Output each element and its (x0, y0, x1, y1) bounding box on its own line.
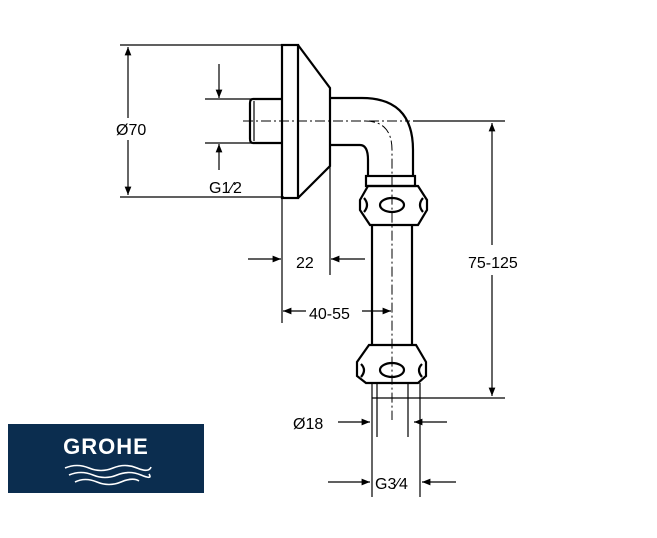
projection-label: 40-55 (309, 306, 350, 323)
grohe-logo: GROHE (8, 424, 204, 493)
projection-dimension: 40-55 (283, 306, 391, 323)
water-waves-icon (64, 464, 152, 486)
outlet-thread-label: G3⁄4 (375, 476, 408, 493)
flange-depth-dimension: 22 (248, 166, 365, 323)
pipe-diameter-label: Ø18 (293, 416, 323, 433)
elbow (330, 96, 415, 420)
inlet-thread-label: G1⁄2 (209, 180, 242, 197)
outlet-thread-dimension: G3⁄4 (328, 476, 456, 493)
logo-text: GROHE (63, 434, 149, 459)
bottom-union-nut (355, 343, 505, 497)
flange-depth-label: 22 (296, 255, 314, 272)
flange-diameter-label: Ø70 (116, 122, 146, 139)
inlet-thread-dimension: G1⁄2 (205, 64, 252, 197)
height-label: 75-125 (468, 255, 518, 272)
height-dimension: 75-125 (413, 120, 518, 396)
top-union-nut (358, 174, 429, 227)
pipe-diameter-dimension: Ø18 (293, 416, 447, 433)
wall-connector (243, 43, 410, 200)
flange-diameter-dimension: Ø70 (116, 44, 284, 198)
extension-pipe (370, 225, 414, 345)
